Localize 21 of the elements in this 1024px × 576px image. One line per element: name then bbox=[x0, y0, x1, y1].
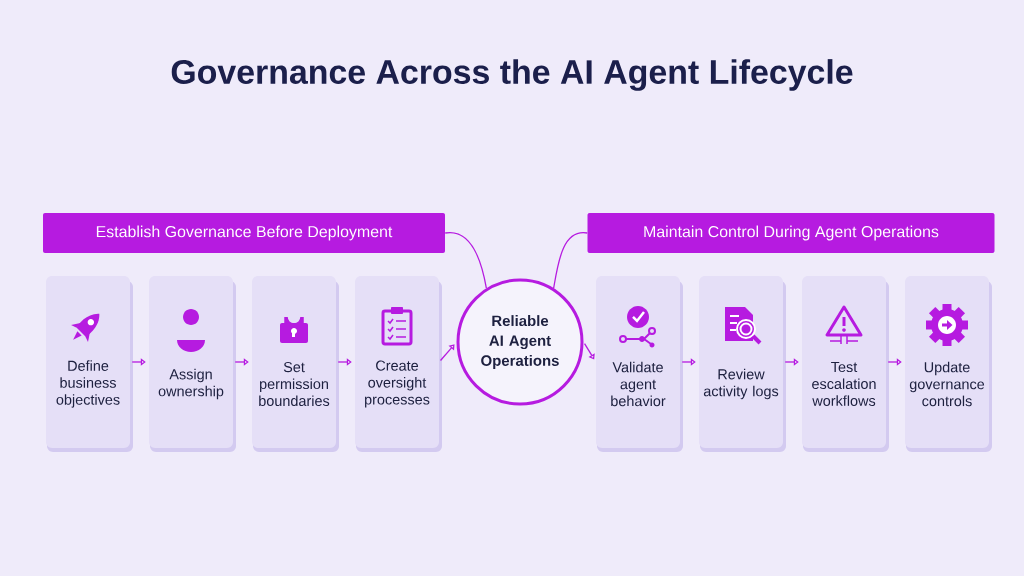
step-card: Update governance controls bbox=[905, 276, 992, 452]
step-card: Set permission boundaries bbox=[252, 276, 339, 452]
step-card: Test escalation workflows bbox=[802, 276, 889, 452]
arrow bbox=[131, 358, 146, 366]
arrow bbox=[583, 343, 595, 360]
arrow bbox=[784, 358, 799, 366]
arrow bbox=[887, 358, 902, 366]
step-card: Review activity logs bbox=[699, 276, 786, 452]
connector-curve bbox=[444, 231, 487, 289]
arrow bbox=[234, 358, 249, 366]
section-banner: Maintain Control During Agent Operations bbox=[587, 213, 995, 253]
connector-curve bbox=[553, 232, 588, 289]
step-card: Create oversight processes bbox=[355, 276, 442, 452]
arrow bbox=[439, 344, 455, 362]
step-card: Assign ownership bbox=[149, 276, 236, 452]
section-banner: Establish Governance Before Deployment bbox=[43, 213, 445, 253]
arrow bbox=[337, 358, 352, 366]
step-card: Define business objectives bbox=[46, 276, 133, 452]
title: Governance Across the AI Agent Lifecycle bbox=[171, 59, 853, 91]
arrow bbox=[681, 358, 696, 366]
step-card: Validate agent behavior bbox=[596, 276, 683, 452]
